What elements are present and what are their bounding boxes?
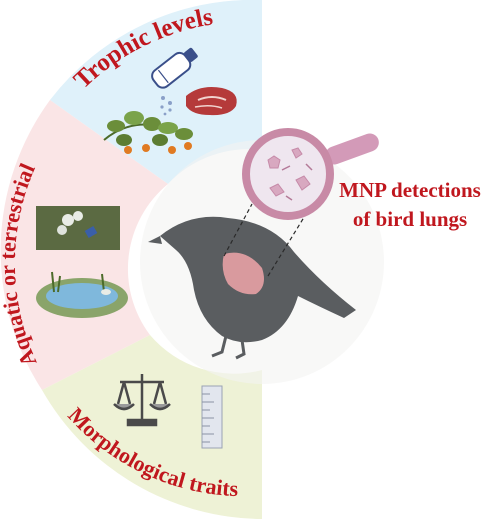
- balance-scale-icon: [113, 374, 171, 427]
- mnp-caption-line1: MNP detections: [339, 178, 481, 202]
- segment-trophic: [50, 0, 262, 184]
- magnifying-glass-icon: [242, 128, 379, 220]
- plastic-bottle-icon: [151, 47, 198, 89]
- debris-photo-icon: [36, 206, 120, 250]
- lung-region: [222, 252, 264, 295]
- segment-morphological: [42, 335, 262, 519]
- ruler-icon: [201, 385, 223, 449]
- mnp-detection-caption: MNP detections of bird lungs: [322, 176, 498, 234]
- meat-steak-icon: [186, 87, 237, 116]
- pond-icon: [36, 271, 128, 318]
- mnp-caption-line2: of bird lungs: [352, 207, 468, 231]
- microplastic-dots-icon: [160, 96, 172, 116]
- plant-vegetable-icon: [103, 111, 193, 154]
- connector-line-left: [223, 203, 253, 257]
- connector-line-right: [267, 213, 307, 277]
